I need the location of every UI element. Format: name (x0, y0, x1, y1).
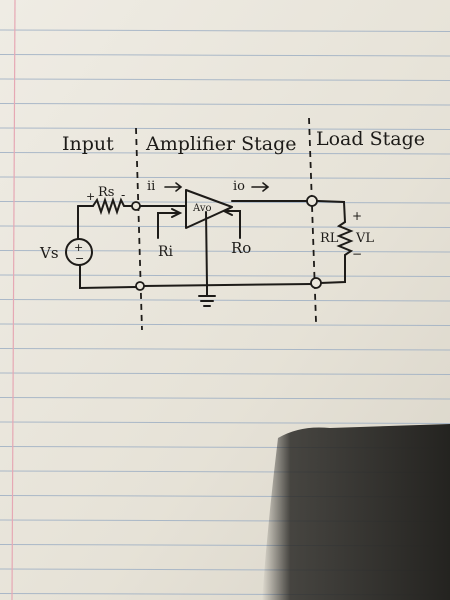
label-io: io (233, 179, 245, 194)
section-label-amplifier: Amplifier Stage (145, 133, 296, 155)
terminal-input-top (131, 201, 141, 211)
label-ri: Ri (158, 244, 174, 260)
svg-text:+: + (74, 241, 83, 254)
wire-source-bottom (79, 265, 138, 290)
voltage-source-symbol: + − (65, 238, 93, 266)
rule-line (0, 323, 450, 326)
ro-arrow-line (225, 210, 241, 239)
rule-line (0, 299, 450, 302)
margin-line (11, 0, 16, 600)
label-rs-plus: + (86, 190, 95, 203)
divider-input-amplifier (135, 127, 143, 331)
label-rl: RL (320, 231, 339, 246)
rule-line (0, 421, 450, 424)
section-label-load: Load Stage (316, 128, 425, 150)
resistor-rl (336, 221, 354, 256)
label-rs: Rs (98, 185, 114, 200)
wire-amp-ground (205, 211, 208, 286)
rule-line (0, 103, 450, 106)
rule-line (0, 201, 450, 204)
circuit-wires (77, 196, 354, 307)
section-label-input: Input (62, 133, 114, 155)
wire-load-top (317, 200, 346, 223)
ii-arrow (164, 182, 183, 192)
ground-symbol (198, 285, 216, 307)
port-terminals (131, 195, 322, 291)
hand-shadow (262, 424, 450, 600)
rule-line (0, 152, 450, 155)
label-vl: VL (355, 231, 374, 246)
terminal-output-bottom (310, 277, 322, 289)
terminal-input-bottom (135, 281, 145, 291)
svg-text:−: − (75, 252, 84, 265)
resistor-rs (92, 196, 134, 216)
label-load-plus: + (352, 209, 362, 223)
label-vs: Vs (39, 244, 59, 262)
label-ii: ii (147, 179, 155, 194)
io-arrow (251, 182, 270, 192)
label-avo: Avo (192, 203, 212, 214)
ri-arrow-head (171, 208, 183, 218)
rule-line (0, 348, 450, 351)
rule-line (0, 127, 450, 130)
label-rs-minus: - (121, 188, 125, 202)
ri-arrow-line (157, 212, 179, 239)
amplifier-triangle (185, 189, 233, 229)
rule-line (0, 54, 450, 57)
rule-line (0, 225, 450, 228)
rule-line (0, 372, 450, 375)
rule-line (0, 274, 450, 277)
rule-line (0, 250, 450, 253)
label-ro: Ro (231, 239, 251, 257)
wire-ground-bottom (142, 283, 313, 287)
terminal-output-top (306, 195, 318, 207)
rule-line (0, 29, 450, 32)
rule-line (0, 78, 450, 81)
rule-line (0, 397, 450, 400)
wire-load-bottom (319, 254, 346, 284)
current-arrows (164, 182, 270, 192)
label-load-minus: − (352, 247, 362, 261)
rule-line (0, 176, 450, 179)
